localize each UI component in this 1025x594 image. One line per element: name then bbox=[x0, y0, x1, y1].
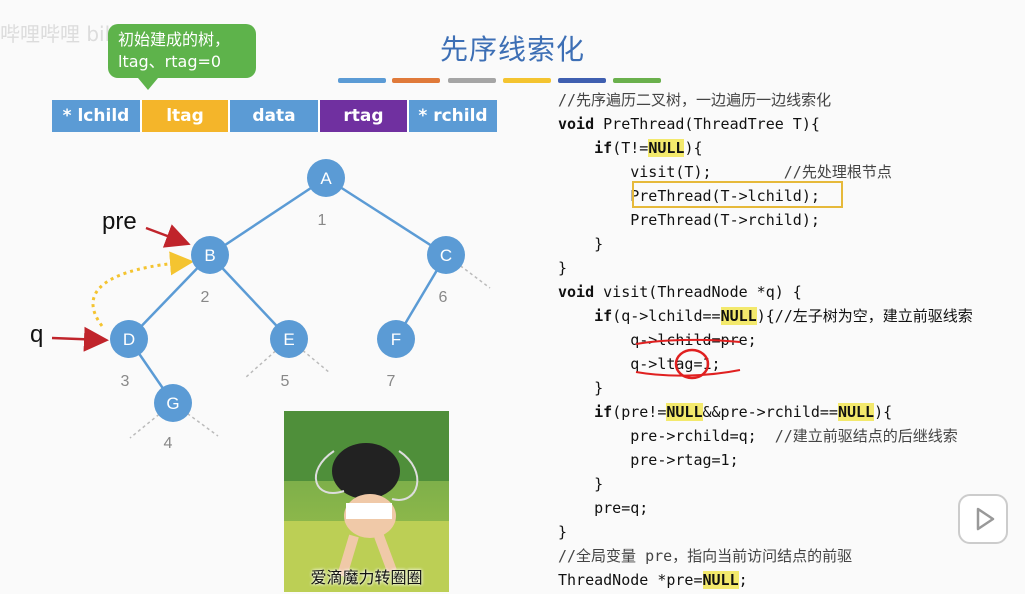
field-lchild: * lchild bbox=[52, 100, 142, 132]
thread-node-struct: * lchild ltag data rtag * rchild bbox=[52, 100, 497, 132]
highlight-box-lchild-call bbox=[632, 181, 843, 208]
red-annotation-scribble bbox=[635, 338, 741, 380]
color-bar-3 bbox=[448, 78, 496, 83]
svg-text:C: C bbox=[440, 246, 452, 265]
svg-text:7: 7 bbox=[387, 373, 396, 390]
svg-text:A: A bbox=[320, 169, 332, 188]
binary-tree-diagram: pre q A 1 B 2 C 6 D 3 E 5 F 7 G 4 bbox=[30, 159, 491, 452]
tree-node-e: E 5 bbox=[270, 320, 308, 390]
svg-text:D: D bbox=[123, 330, 135, 349]
slide-title: 先序线索化 bbox=[439, 33, 585, 66]
color-bar-6 bbox=[613, 78, 661, 83]
code-line-9: void visit(ThreadNode *q) { bbox=[558, 283, 802, 301]
code-line-6: PreThread(T->rchild); bbox=[558, 211, 820, 229]
code-line-21: ThreadNode *pre=NULL; bbox=[558, 571, 748, 589]
color-bar-1 bbox=[338, 78, 386, 83]
callout-line-1: 初始建成的树， bbox=[118, 30, 231, 49]
tree-edges bbox=[127, 176, 448, 404]
svg-text:E: E bbox=[283, 330, 294, 349]
tree-node-g: G 4 bbox=[154, 384, 192, 452]
color-bar-5 bbox=[558, 78, 606, 83]
code-line-14: if(pre!=NULL&&pre->rchild==NULL){ bbox=[558, 403, 893, 421]
color-bar-4 bbox=[503, 78, 551, 83]
field-rtag: rtag bbox=[320, 100, 409, 132]
tree-node-f: F 7 bbox=[377, 320, 415, 390]
gif-caption: 爱滴魔力转圈圈 bbox=[310, 568, 423, 587]
svg-text:4: 4 bbox=[164, 435, 173, 452]
q-arrow bbox=[51, 326, 109, 352]
code-line-13: } bbox=[558, 379, 604, 397]
code-line-11: q->lchild=pre; bbox=[558, 331, 757, 349]
svg-text:3: 3 bbox=[121, 373, 130, 390]
pre-label: pre bbox=[102, 208, 137, 235]
color-bar-2 bbox=[392, 78, 440, 83]
code-line-16: pre->rtag=1; bbox=[558, 451, 739, 469]
code-line-12: q->ltag=1; bbox=[558, 355, 721, 373]
callout-bubble: 初始建成的树， ltag、rtag=0 bbox=[108, 24, 256, 90]
svg-text:F: F bbox=[391, 330, 401, 349]
svg-text:1: 1 bbox=[318, 212, 327, 229]
code-line-4: visit(T); //先处理根节点 bbox=[558, 163, 892, 181]
code-line-2: void PreThread(ThreadTree T){ bbox=[558, 115, 820, 133]
tree-node-c: C 6 bbox=[427, 236, 465, 306]
code-line-5: PreThread(T->lchild); bbox=[558, 187, 820, 205]
cartoon-figure-icon bbox=[284, 411, 449, 592]
tree-node-d: D 3 bbox=[110, 320, 148, 390]
svg-text:6: 6 bbox=[439, 289, 448, 306]
thread-arrow bbox=[91, 251, 194, 327]
svg-text:2: 2 bbox=[201, 289, 210, 306]
tree-node-b: B 2 bbox=[191, 236, 229, 306]
callout-line-2: ltag、rtag=0 bbox=[118, 52, 222, 71]
code-line-1: //先序遍历二叉树，一边遍历一边线索化 bbox=[558, 91, 832, 109]
code-line-18: pre=q; bbox=[558, 499, 649, 517]
svg-text:B: B bbox=[204, 246, 215, 265]
code-line-17: } bbox=[558, 475, 604, 493]
q-label: q bbox=[30, 321, 43, 348]
code-block: //先序遍历二叉树，一边遍历一边线索化 void PreThread(Threa… bbox=[558, 88, 973, 592]
code-line-15: pre->rchild=q; //建立前驱结点的后继线索 bbox=[558, 427, 958, 445]
field-ltag: ltag bbox=[142, 100, 230, 132]
code-line-20: //全局变量 pre，指向当前访问结点的前驱 bbox=[558, 547, 853, 565]
code-line-3: if(T!=NULL){ bbox=[558, 139, 703, 157]
field-rchild: * rchild bbox=[409, 100, 497, 132]
code-line-19: } bbox=[558, 523, 568, 541]
code-line-8: } bbox=[558, 259, 568, 277]
play-icon bbox=[976, 507, 995, 531]
pre-arrow bbox=[145, 224, 191, 248]
code-line-7: } bbox=[558, 235, 604, 253]
svg-text:G: G bbox=[166, 394, 179, 413]
field-data: data bbox=[230, 100, 320, 132]
spinning-cartoon-gif: 爱滴魔力转圈圈 bbox=[284, 411, 449, 592]
svg-text:5: 5 bbox=[281, 373, 290, 390]
play-button[interactable] bbox=[958, 494, 1008, 544]
tree-node-a: A 1 bbox=[307, 159, 345, 229]
code-line-10: if(q->lchild==NULL){//左子树为空，建立前驱线索 bbox=[558, 307, 973, 325]
